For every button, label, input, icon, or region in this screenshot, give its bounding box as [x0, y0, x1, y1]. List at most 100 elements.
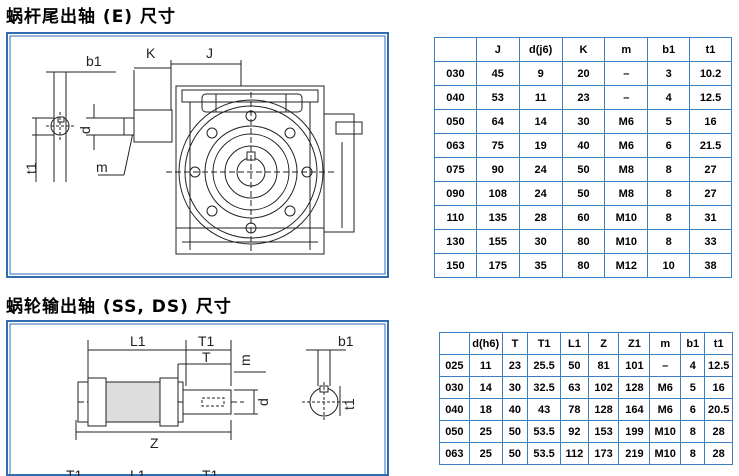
- table-cell: 33: [689, 229, 732, 254]
- row-size-cell: 050: [439, 420, 470, 443]
- column-header: Z1: [618, 332, 651, 355]
- table-cell: 108: [475, 181, 520, 206]
- table-cell: 12.5: [704, 354, 733, 377]
- table-cell: 155: [475, 229, 520, 254]
- table-cell: 25: [468, 420, 503, 443]
- table-cell: 6: [647, 133, 691, 158]
- label-t1: t1: [23, 162, 39, 174]
- row-size-cell: 075: [434, 157, 477, 182]
- label-m2: m: [237, 354, 253, 366]
- table-cell: 20.5: [704, 398, 733, 421]
- table-cell: –: [604, 85, 649, 110]
- section2-title: 蜗轮输出轴 (SS, DS) 尺寸: [6, 297, 232, 317]
- table-cell: 14: [518, 109, 563, 134]
- table-cell: 24: [518, 157, 563, 182]
- table-cell: 21.5: [689, 133, 732, 158]
- table-cell: M6: [604, 133, 649, 158]
- table-cell: M10: [649, 420, 682, 443]
- table-cell: 19: [518, 133, 563, 158]
- table-cell: 128: [618, 376, 651, 399]
- table-cell: 9: [518, 61, 563, 86]
- table-cell: 101: [618, 354, 651, 377]
- table-cell: 50: [560, 354, 589, 377]
- column-header: t1: [704, 332, 733, 355]
- label-J: J: [206, 45, 213, 61]
- table-cell: –: [604, 61, 649, 86]
- table-cell: 80: [561, 229, 606, 254]
- table-cell: 199: [618, 420, 651, 443]
- row-size-cell: 040: [439, 398, 470, 421]
- table-cell: 10: [647, 253, 691, 278]
- table-cell: 23: [501, 354, 529, 377]
- output-shaft-drawing: L1 T1 T m d Z b1 t1 T1 L1 T1: [6, 320, 389, 476]
- table-cell: M6: [649, 398, 682, 421]
- column-header: b1: [680, 332, 706, 355]
- table-cell: 50: [561, 157, 606, 182]
- label-d2: d: [255, 398, 271, 406]
- row-size-cell: 040: [434, 85, 477, 110]
- column-header: m: [604, 37, 649, 62]
- table-cell: 4: [647, 85, 691, 110]
- table-cell: 14: [468, 376, 503, 399]
- table-cell: M12: [604, 253, 649, 278]
- table-cell: 28: [704, 420, 733, 443]
- table-cell: 173: [587, 442, 620, 465]
- table-cell: 30: [561, 109, 606, 134]
- label-L1: L1: [130, 333, 146, 349]
- column-header: Z: [587, 332, 620, 355]
- table-cell: 28: [518, 205, 563, 230]
- table-cell: 32.5: [527, 376, 562, 399]
- table-cell: 219: [618, 442, 651, 465]
- table-cell: 11: [518, 85, 563, 110]
- row-size-cell: 025: [439, 354, 470, 377]
- row-size-cell: 090: [434, 181, 477, 206]
- row-size-cell: 063: [434, 133, 477, 158]
- table-cell: 30: [501, 376, 529, 399]
- table-cell: 153: [587, 420, 620, 443]
- table-cell: 24: [518, 181, 563, 206]
- table-cell: 128: [587, 398, 620, 421]
- table-cell: 63: [560, 376, 589, 399]
- table-cell: 78: [560, 398, 589, 421]
- label-T: T: [202, 349, 211, 365]
- column-header: J: [475, 37, 520, 62]
- table-cell: 135: [475, 205, 520, 230]
- table-cell: 5: [680, 376, 706, 399]
- table-cell: 75: [475, 133, 520, 158]
- table-cell: 25: [468, 442, 503, 465]
- table-cell: 45: [475, 61, 520, 86]
- column-header: T1: [527, 332, 562, 355]
- table-cell: 30: [518, 229, 563, 254]
- table-cell: 40: [561, 133, 606, 158]
- table-cell: –: [649, 354, 682, 377]
- table-cell: 38: [689, 253, 732, 278]
- label-T1: T1: [198, 333, 215, 349]
- label-bottom-T1b: T1: [202, 467, 219, 476]
- table-cell: 8: [647, 181, 691, 206]
- label-d: d: [77, 126, 93, 134]
- table-cell: M8: [604, 181, 649, 206]
- table-cell: 50: [501, 420, 529, 443]
- table-cell: 112: [560, 442, 589, 465]
- table-cell: M10: [604, 229, 649, 254]
- table-cell: 27: [689, 181, 732, 206]
- table-cell: 53.5: [527, 420, 562, 443]
- table-cell: 12.5: [689, 85, 732, 110]
- label-bottom-T1a: T1: [66, 467, 83, 476]
- row-size-cell: 030: [439, 376, 470, 399]
- table-cell: 53.5: [527, 442, 562, 465]
- column-header: L1: [560, 332, 589, 355]
- table-cell: 31: [689, 205, 732, 230]
- table-cell: 175: [475, 253, 520, 278]
